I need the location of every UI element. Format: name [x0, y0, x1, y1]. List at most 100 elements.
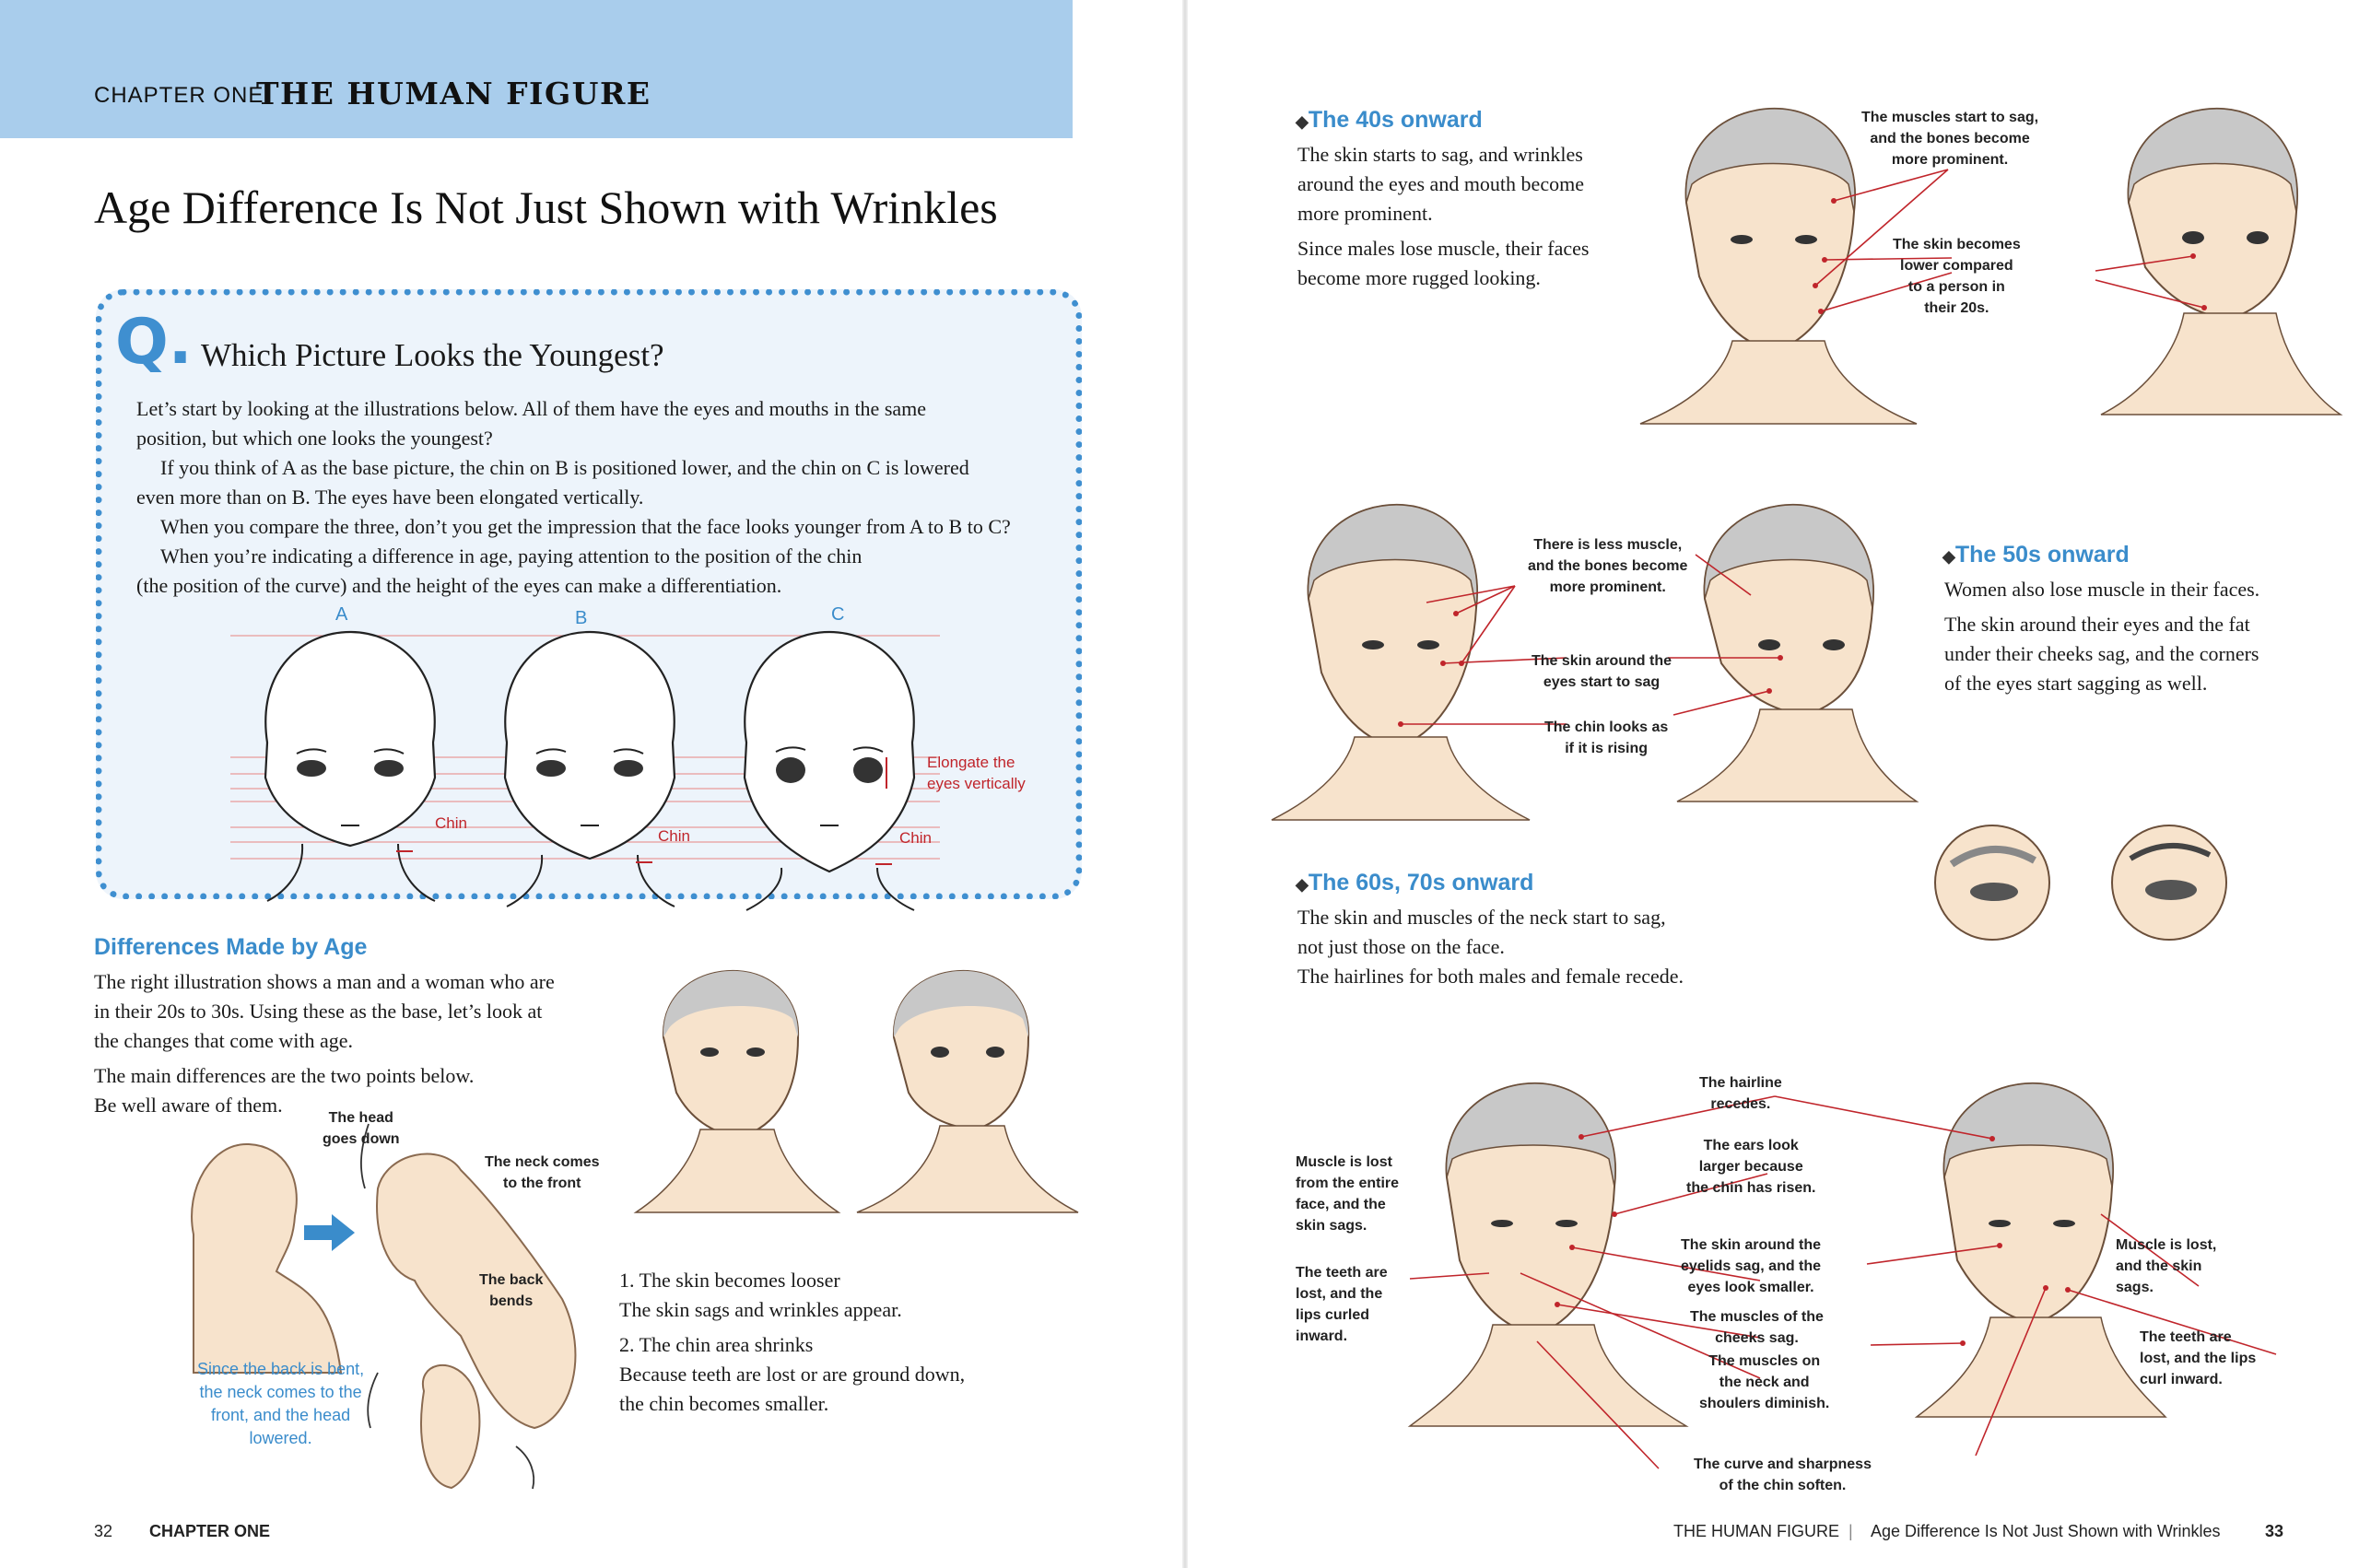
- note-50s-eyes-sag: The skin around the eyes start to sag: [1532, 650, 1672, 693]
- point2-text: Because teeth are lost or are ground dow…: [619, 1363, 966, 1386]
- note-line: There is less muscle,: [1533, 537, 1683, 553]
- note-line: the chin has risen.: [1686, 1180, 1816, 1196]
- note-line: The skin around the: [1681, 1237, 1822, 1253]
- s40-line: around the eyes and mouth become: [1297, 172, 1584, 195]
- note-line: Muscle is lost: [1296, 1154, 1392, 1170]
- chin-label-b: Chin: [658, 827, 690, 845]
- note-line: lips curled: [1296, 1307, 1370, 1323]
- face-label-c: C: [831, 604, 845, 625]
- diamond-icon: ◆: [1296, 112, 1309, 131]
- note-line: if it is rising: [1565, 741, 1649, 756]
- face-label-b: B: [575, 608, 588, 628]
- diff-line: Be well aware of them.: [94, 1094, 283, 1117]
- note-60s-eyelids: The skin around the eyelids sag, and the…: [1681, 1235, 1821, 1298]
- s50-line: under their cheeks sag, and the corners: [1944, 642, 2259, 665]
- diamond-icon: ◆: [1296, 875, 1309, 894]
- s50-line: of the eyes start sagging as well.: [1944, 672, 2208, 695]
- chin-label-a: Chin: [435, 814, 467, 832]
- note-line: inward.: [1296, 1328, 1348, 1344]
- note-line: lower compared: [1900, 258, 2013, 274]
- note-line: their 20s.: [1924, 300, 1989, 316]
- faces-40s-illustration: [1639, 107, 2343, 425]
- note-line: lost, and the lips: [2140, 1351, 2257, 1366]
- note-60s-neck: The muscles on the neck and shoulers dim…: [1699, 1351, 1829, 1414]
- s40-line: Since males lose muscle, their faces: [1297, 237, 1590, 260]
- question-line: even more than on B. The eyes have been …: [136, 486, 644, 509]
- eye-closeups-illustration: [1934, 825, 2227, 941]
- section-60s-heading: ◆The 60s, 70s onward: [1296, 870, 1533, 896]
- note-line: from the entire: [1296, 1176, 1400, 1191]
- question-line: (the position of the curve) and the heig…: [136, 574, 782, 597]
- s40-line: become more rugged looking.: [1297, 266, 1541, 289]
- question-line: When you compare the three, don’t you ge…: [160, 515, 1011, 538]
- note-60s-ears: The ears look larger because the chin ha…: [1686, 1135, 1815, 1199]
- point1-text: The skin sags and wrinkles appear.: [619, 1298, 902, 1321]
- note-60s-teeth-left: The teeth are lost, and the lips curled …: [1296, 1262, 1388, 1347]
- note-head-goes-down: The head goes down: [323, 1107, 400, 1150]
- elongate-label-line: Elongate the: [927, 754, 1015, 771]
- note-line: The curve and sharpness: [1694, 1457, 1872, 1472]
- footer-section: THE HUMAN FIGURE: [1673, 1522, 1839, 1540]
- note-line: skin sags.: [1296, 1218, 1367, 1234]
- note-line: The chin looks as: [1544, 720, 1669, 735]
- point2-text: the chin becomes smaller.: [619, 1392, 829, 1415]
- section-50s-heading: ◆The 50s onward: [1942, 542, 2130, 568]
- question-title: Which Picture Looks the Youngest?: [201, 337, 664, 373]
- face-label-a: A: [335, 604, 348, 625]
- note-line: lost, and the: [1296, 1286, 1383, 1302]
- note-line: The teeth are: [2140, 1329, 2232, 1345]
- note-60s-teeth-right: The teeth are lost, and the lips curl in…: [2140, 1327, 2256, 1390]
- note-line: Muscle is lost,: [2116, 1237, 2217, 1253]
- diff-line: the changes that come with age.: [94, 1029, 354, 1052]
- elongate-label: Elongate the eyes vertically: [927, 752, 1026, 794]
- question-line: When you’re indicating a difference in a…: [160, 544, 863, 568]
- note-back-bends: The back bends: [479, 1270, 543, 1312]
- note-line: The muscles start to sag,: [1861, 110, 2039, 125]
- caption-line: Since the back is bent,: [197, 1360, 365, 1378]
- question-line: position, but which one looks the younge…: [136, 427, 493, 450]
- note-line: The neck comes: [485, 1154, 600, 1170]
- note-line: The muscles on: [1708, 1353, 1821, 1369]
- note-line: and the bones become: [1870, 131, 2030, 146]
- faces-60s-illustration: [1407, 1082, 2277, 1469]
- note-line: The ears look: [1703, 1138, 1799, 1153]
- posture-illustration: [191, 1123, 577, 1490]
- face-comparison-illustration: [230, 630, 940, 911]
- footer-page-number: 32: [94, 1522, 113, 1540]
- note-line: to the front: [503, 1176, 581, 1191]
- footer-separator: |: [1848, 1522, 1853, 1540]
- note-40s-muscles: The muscles start to sag, and the bones …: [1861, 107, 2038, 170]
- note-line: The hairline: [1699, 1075, 1782, 1091]
- footer-chapter: CHAPTER ONE: [149, 1522, 271, 1540]
- section-60s-heading-text: The 60s, 70s onward: [1308, 870, 1534, 895]
- note-line: The teeth are: [1296, 1265, 1388, 1281]
- young-faces-illustration: [633, 969, 1079, 1213]
- s40-line: more prominent.: [1297, 202, 1433, 225]
- question-line: Let’s start by looking at the illustrati…: [136, 397, 927, 420]
- section-40s-heading: ◆The 40s onward: [1296, 107, 1483, 134]
- point1-title: 1. The skin becomes looser: [619, 1269, 840, 1292]
- note-40s-skin: The skin becomes lower compared to a per…: [1893, 234, 2021, 319]
- s50-line: Women also lose muscle in their faces.: [1944, 578, 2260, 601]
- page-title: Age Difference Is Not Just Shown with Wr…: [94, 181, 998, 233]
- note-line: curl inward.: [2140, 1372, 2223, 1387]
- point2-title: 2. The chin area shrinks: [619, 1333, 814, 1356]
- diff-line: The main differences are the two points …: [94, 1064, 475, 1087]
- note-line: goes down: [323, 1131, 400, 1147]
- note-line: eyelids sag, and the: [1681, 1258, 1822, 1274]
- note-line: bends: [489, 1293, 534, 1309]
- chapter-title: THE HUMAN FIGURE: [256, 76, 651, 111]
- s60-line: The skin and muscles of the neck start t…: [1297, 906, 1666, 929]
- posture-caption: Since the back is bent, the neck comes t…: [197, 1358, 364, 1450]
- diff-line: The right illustration shows a man and a…: [94, 970, 555, 993]
- note-line: more prominent.: [1549, 579, 1666, 595]
- caption-line: front, and the head: [210, 1406, 351, 1424]
- elongate-label-line: eyes vertically: [927, 775, 1026, 792]
- note-line: shoulers diminish.: [1699, 1396, 1830, 1411]
- note-line: face, and the: [1296, 1197, 1386, 1212]
- note-line: and the bones become: [1528, 558, 1688, 574]
- diamond-icon: ◆: [1942, 547, 1955, 566]
- note-line: The back: [479, 1272, 544, 1288]
- note-60s-muscle-lost: Muscle is lost from the entire face, and…: [1296, 1152, 1399, 1236]
- note-line: The head: [328, 1110, 393, 1126]
